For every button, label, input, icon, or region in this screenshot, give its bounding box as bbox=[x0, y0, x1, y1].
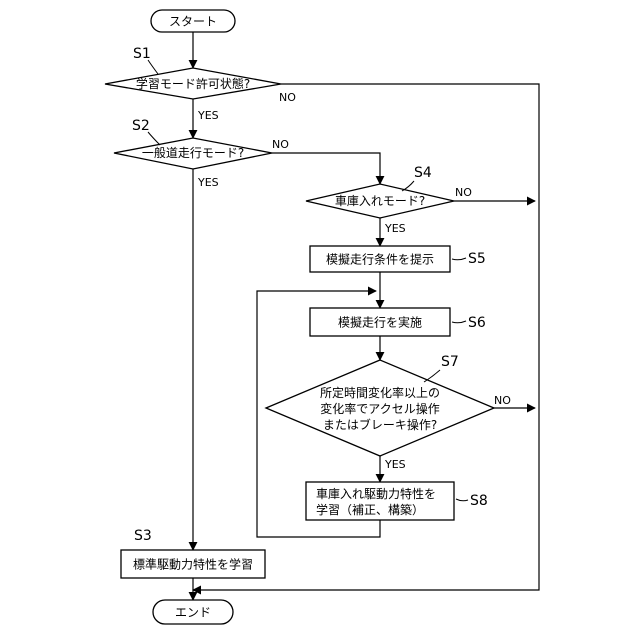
step-label-s6: S6 bbox=[468, 315, 486, 331]
end-terminal: エンド bbox=[153, 600, 233, 624]
step-label-s1: S1 bbox=[133, 46, 151, 62]
process-s3-text: 標準駆動力特性を学習 bbox=[133, 557, 253, 572]
decision-s7: 所定時間変化率以上の 変化率でアクセル操作 またはブレーキ操作? S7 bbox=[266, 354, 494, 456]
decision-s7-line-3: またはブレーキ操作? bbox=[323, 417, 437, 432]
decision-s4-text: 車庫入れモード? bbox=[335, 194, 425, 208]
process-s6: 模擬走行を実施 S6 bbox=[310, 308, 486, 336]
process-s8: 車庫入れ駆動力特性を 学習（補正、構築） S8 bbox=[306, 482, 488, 520]
step-label-s3: S3 bbox=[134, 528, 152, 544]
start-label: スタート bbox=[169, 15, 217, 29]
leader-s5 bbox=[452, 258, 466, 260]
step-label-s4: S4 bbox=[414, 165, 432, 181]
process-s5: 模擬走行条件を提示 S5 bbox=[310, 246, 486, 272]
decision-s7-line-1: 所定時間変化率以上の bbox=[320, 385, 440, 400]
connector-s2-s4 bbox=[272, 153, 380, 184]
step-label-s2: S2 bbox=[132, 118, 150, 134]
process-s8-line-2: 学習（補正、構築） bbox=[316, 502, 424, 517]
start-terminal: スタート bbox=[151, 10, 235, 32]
end-label: エンド bbox=[175, 606, 211, 620]
s7-no-label: NO bbox=[494, 394, 511, 407]
decision-s2-text: 一般道走行モード? bbox=[142, 145, 244, 160]
process-s6-text: 模擬走行を実施 bbox=[338, 315, 422, 330]
leader-s2 bbox=[148, 132, 160, 145]
leader-s4 bbox=[402, 181, 414, 191]
leader-s6 bbox=[452, 321, 466, 323]
s4-yes-label: YES bbox=[384, 222, 406, 235]
s2-no-label: NO bbox=[272, 138, 289, 151]
step-label-s8: S8 bbox=[470, 493, 488, 509]
s4-no-label: NO bbox=[455, 186, 472, 199]
s2-yes-label: YES bbox=[197, 176, 219, 189]
step-label-s5: S5 bbox=[468, 251, 486, 267]
process-s5-text: 模擬走行条件を提示 bbox=[326, 252, 434, 267]
leader-s8 bbox=[456, 499, 468, 501]
decision-s7-line-2: 変化率でアクセル操作 bbox=[320, 401, 439, 416]
s7-yes-label: YES bbox=[384, 458, 406, 471]
leader-s7 bbox=[424, 370, 440, 382]
decision-s1-text: 学習モード許可状態? bbox=[136, 76, 250, 91]
step-label-s7: S7 bbox=[441, 354, 459, 370]
s1-yes-label: YES bbox=[197, 109, 219, 122]
s1-no-label: NO bbox=[279, 91, 296, 104]
process-s8-line-1: 車庫入れ駆動力特性を bbox=[316, 486, 436, 501]
leader-s1 bbox=[148, 60, 158, 74]
